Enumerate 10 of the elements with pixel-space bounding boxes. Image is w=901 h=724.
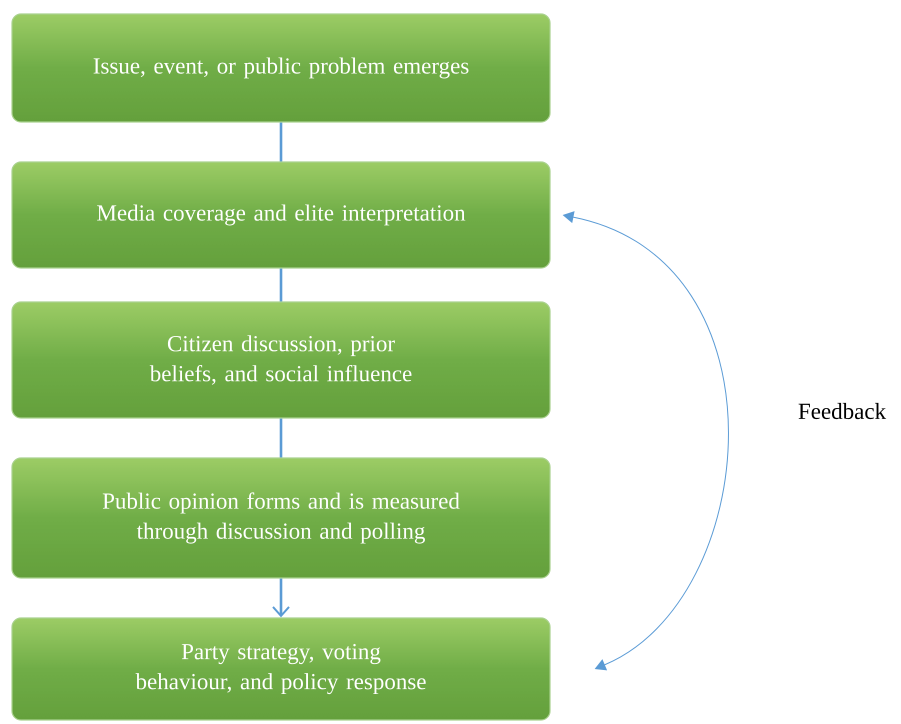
connector-line bbox=[280, 268, 282, 302]
edge-label: Feedback bbox=[796, 400, 888, 422]
connector-line bbox=[280, 418, 282, 458]
process-box: Issue, event, or public problem emerges bbox=[11, 13, 551, 123]
connector-line bbox=[280, 122, 282, 162]
process-box: Citizen discussion, prior beliefs, and social influence bbox=[11, 301, 551, 419]
process-box: Public opinion forms and is measured through discussion and polling bbox=[11, 457, 551, 579]
process-box: Party strategy, voting behaviour, and policy response bbox=[11, 617, 551, 721]
process-box: Media coverage and elite interpretation bbox=[11, 161, 551, 269]
connector-line bbox=[272, 578, 290, 618]
